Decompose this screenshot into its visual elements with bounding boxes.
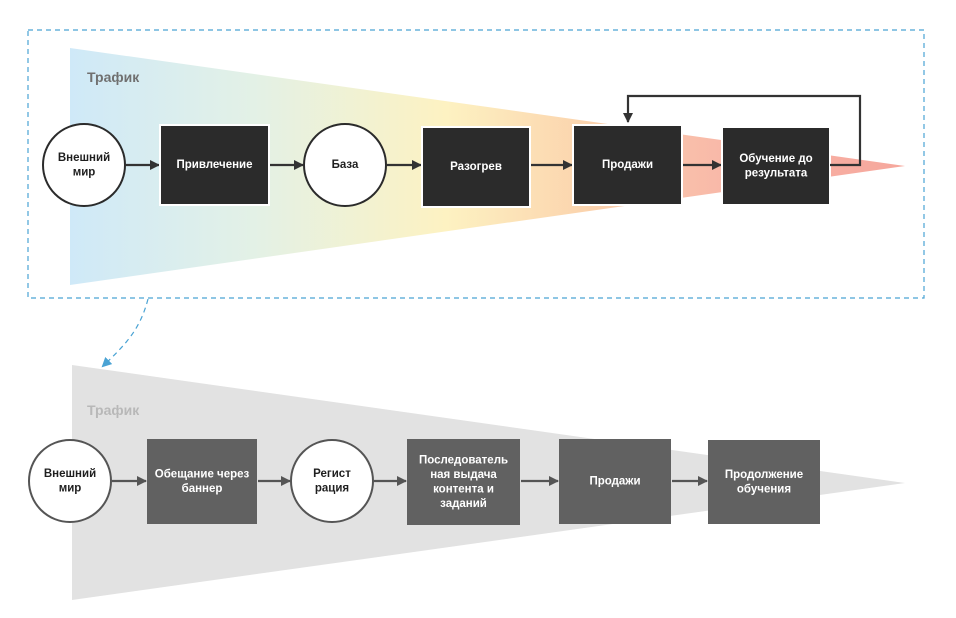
- bottom-node-2-label: баннер: [182, 483, 223, 495]
- top-node-5-box: [572, 124, 683, 206]
- top-node-6-label: Обучение до: [739, 153, 812, 165]
- top-node-3-circle: [303, 123, 387, 207]
- top-node-3-label: База: [332, 159, 359, 171]
- top-node-1-circle: [42, 123, 126, 207]
- bottom-node-3-label: рация: [315, 482, 349, 494]
- bottom-node-2: Обещание через баннер: [147, 439, 257, 524]
- bottom-funnel: Трафик Внешний мир Обещание через баннер Рег…: [28, 365, 905, 600]
- top-node-4: Разогрев: [421, 126, 531, 208]
- bottom-node-2-label: Обещание через: [155, 468, 250, 480]
- top-node-5: Продажи: [572, 124, 683, 206]
- connector-dashed-arrow: [101, 298, 149, 368]
- bottom-node-3-label: Регист: [313, 468, 351, 480]
- top-node-2: Привлечение: [159, 124, 270, 206]
- top-loop-arrow: [623, 94, 862, 167]
- top-node-5-label: Продажи: [602, 159, 653, 171]
- bottom-node-1-circle: [28, 439, 112, 523]
- bottom-node-5: Продажи: [559, 439, 671, 524]
- top-node-1: Внешний мир: [42, 123, 126, 207]
- top-node-2-box: [159, 124, 270, 206]
- top-node-4-box: [421, 126, 531, 208]
- bottom-node-1-label: мир: [59, 482, 82, 494]
- bottom-node-4: Последователь ная выдача контента и заданий: [407, 439, 520, 525]
- bottom-node-5-box: [559, 439, 671, 524]
- top-node-6: Обучение до результата: [721, 126, 831, 206]
- top-funnel: Трафик Внешний мир Привлечение База Разогрев…: [27, 29, 925, 299]
- bottom-node-3-circle: [290, 439, 374, 523]
- top-funnel-label: Трафик: [87, 69, 140, 85]
- top-funnel-dashed-frame: [27, 29, 925, 299]
- top-node-4-label: Разогрев: [450, 161, 502, 173]
- bottom-node-6-label: обучения: [737, 483, 791, 495]
- bottom-node-4-label: заданий: [440, 498, 487, 510]
- bottom-node-6-box: [708, 440, 820, 524]
- top-node-2-label: Привлечение: [176, 159, 252, 171]
- bottom-node-4-label: контента и: [433, 483, 494, 495]
- top-node-1-label: мир: [73, 166, 96, 178]
- bottom-node-6-label: Продолжение: [725, 469, 803, 481]
- bottom-node-3: Регист рация: [290, 439, 374, 523]
- bottom-node-5-label: Продажи: [589, 476, 640, 488]
- bottom-node-4-box: [407, 439, 520, 525]
- bottom-node-1: Внешний мир: [28, 439, 112, 523]
- bottom-node-4-label: Последователь: [419, 454, 508, 466]
- bottom-node-1-label: Внешний: [44, 468, 96, 480]
- bottom-node-6: Продолжение обучения: [708, 440, 820, 524]
- bottom-funnel-label: Трафик: [87, 402, 140, 418]
- top-node-6-label: результата: [745, 167, 808, 179]
- top-node-3: База: [303, 123, 387, 207]
- bottom-node-2-box: [147, 439, 257, 524]
- top-node-6-box: [721, 126, 831, 206]
- bottom-node-4-label: ная выдача: [430, 469, 497, 481]
- top-node-1-label: Внешний: [58, 152, 110, 164]
